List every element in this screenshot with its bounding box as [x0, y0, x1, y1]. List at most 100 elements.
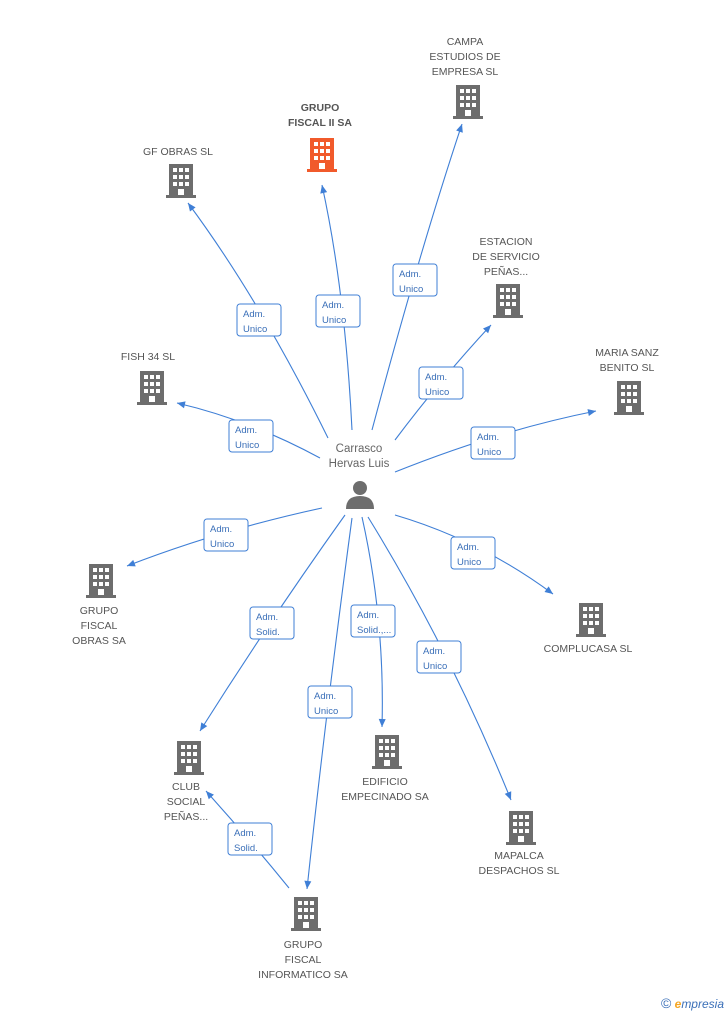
role-badge[interactable]: Adm. Unico [236, 303, 282, 337]
role-badge-line: Adm. [457, 542, 479, 553]
role-badge[interactable]: Adm. Solid.,... [350, 604, 396, 638]
role-badge[interactable]: Adm. Solid. [227, 822, 273, 856]
company-label-line: ESTUDIOS DE [429, 51, 500, 63]
role-badge-line: Adm. [210, 524, 232, 535]
role-badge-line: Adm. [243, 309, 265, 320]
role-badge-line: Unico [457, 557, 481, 568]
edge-arrowhead [378, 718, 386, 727]
edge-arrowhead [206, 791, 214, 800]
company-label-line: PEÑAS... [164, 810, 208, 823]
role-badge-line: Unico [243, 324, 267, 335]
edge-arrowhead [544, 586, 553, 594]
role-badge[interactable]: Adm.Unico [416, 640, 462, 674]
role-badge-line: Adm. [477, 432, 499, 443]
company-label-line: INFORMATICO SA [258, 969, 348, 981]
role-badge-box [350, 604, 396, 638]
role-badge-line: Solid. [256, 627, 280, 638]
company-label-line: GRUPO [301, 102, 340, 114]
center-node[interactable]: Carrasco Hervas Luis [329, 443, 390, 509]
role-badge[interactable]: Adm.Unico [470, 426, 516, 460]
role-badge-line: Adm. [234, 828, 256, 839]
company-label-line: PEÑAS... [484, 265, 528, 278]
company-node-maria-sanz[interactable]: MARIA SANZ BENITO SL [595, 347, 659, 415]
center-label-line-2: Hervas Luis [329, 458, 390, 470]
edge-arrowhead [587, 409, 596, 416]
company-node-mapalca[interactable]: MAPALCA DESPACHOS SL [479, 811, 560, 877]
edge-arrowhead [504, 791, 512, 800]
building-icon [453, 85, 483, 119]
company-label-line: GRUPO [80, 605, 119, 617]
edge-arrowhead [200, 722, 208, 731]
building-icon [86, 564, 116, 598]
role-badge-line: Unico [210, 539, 234, 550]
role-badge[interactable]: Adm. Unico [418, 366, 464, 400]
company-label-line: DESPACHOS SL [479, 865, 560, 877]
copyright-icon: © [660, 995, 672, 1011]
company-label-line: EMPECINADO SA [341, 791, 429, 803]
role-badge[interactable]: Adm. Unico [228, 419, 274, 453]
role-badge-line: Adm. [357, 610, 379, 621]
company-node-gf-obras[interactable]: GF OBRAS SL [143, 146, 213, 198]
roles-layer: Adm.UnicoAdm.UnicoAdm.UnicoAdm.UnicoAdm.… [203, 263, 516, 856]
role-badge[interactable]: Adm. Unico [307, 685, 353, 719]
edge-arrowhead [188, 203, 196, 212]
edge-arrowhead [127, 559, 136, 567]
brand-initial: e [674, 997, 682, 1011]
role-badge-line: Adm. [425, 372, 447, 383]
role-badge[interactable]: Adm. Solid. [249, 606, 295, 640]
person-icon [346, 481, 374, 509]
company-node-fish34[interactable]: FISH 34 SL [121, 351, 175, 405]
role-badge-box [307, 685, 353, 719]
role-badge-line: Solid. [234, 843, 258, 854]
company-label-line: MARIA SANZ [595, 347, 659, 359]
company-label-line: GRUPO [284, 939, 323, 951]
building-icon [291, 897, 321, 931]
brand-name: mpresia [681, 997, 724, 1011]
role-badge-line: Unico [322, 315, 346, 326]
role-badge-box [227, 822, 273, 856]
role-badge-box [228, 419, 274, 453]
building-icon [137, 371, 167, 405]
edge-arrowhead [482, 325, 491, 334]
building-icon [166, 164, 196, 198]
role-badge-box [470, 426, 516, 460]
building-icon [307, 138, 337, 172]
role-badge-line: Adm. [235, 425, 257, 436]
edge-arrowhead [456, 124, 463, 133]
building-icon [493, 284, 523, 318]
role-badge-line: Solid.,... [357, 625, 391, 636]
edge-arrowhead [177, 401, 186, 409]
role-badge[interactable]: Adm. Unico [203, 518, 249, 552]
role-badge-box [416, 640, 462, 674]
edge-arrowhead [304, 880, 312, 889]
company-label-line: OBRAS SA [72, 635, 126, 647]
role-badge-line: Unico [425, 387, 449, 398]
role-badge-line: Adm. [256, 612, 278, 623]
role-badge-line: Unico [423, 661, 447, 672]
building-icon [174, 741, 204, 775]
role-badge[interactable]: Adm.Unico [315, 294, 361, 328]
building-icon [372, 735, 402, 769]
role-badge[interactable]: Adm.Unico [392, 263, 438, 297]
role-badge-line: Adm. [314, 691, 336, 702]
building-icon [614, 381, 644, 415]
footer-brand: © empresia [661, 995, 724, 1011]
company-node-club-social[interactable]: CLUBSOCIALPEÑAS... [164, 741, 208, 823]
company-label-line: CLUB [172, 781, 200, 793]
company-label-line: FISH 34 SL [121, 351, 175, 363]
company-node-complucasa[interactable]: COMPLUCASA SL [544, 603, 633, 655]
role-badge-line: Adm. [399, 269, 421, 280]
company-label-line: BENITO SL [600, 362, 655, 374]
center-label-line-1: Carrasco [336, 443, 383, 455]
company-label-line: MAPALCA [494, 850, 543, 862]
role-badge[interactable]: Adm. Unico [450, 536, 496, 570]
role-badge-line: Unico [314, 706, 338, 717]
role-badge-line: Unico [235, 440, 259, 451]
